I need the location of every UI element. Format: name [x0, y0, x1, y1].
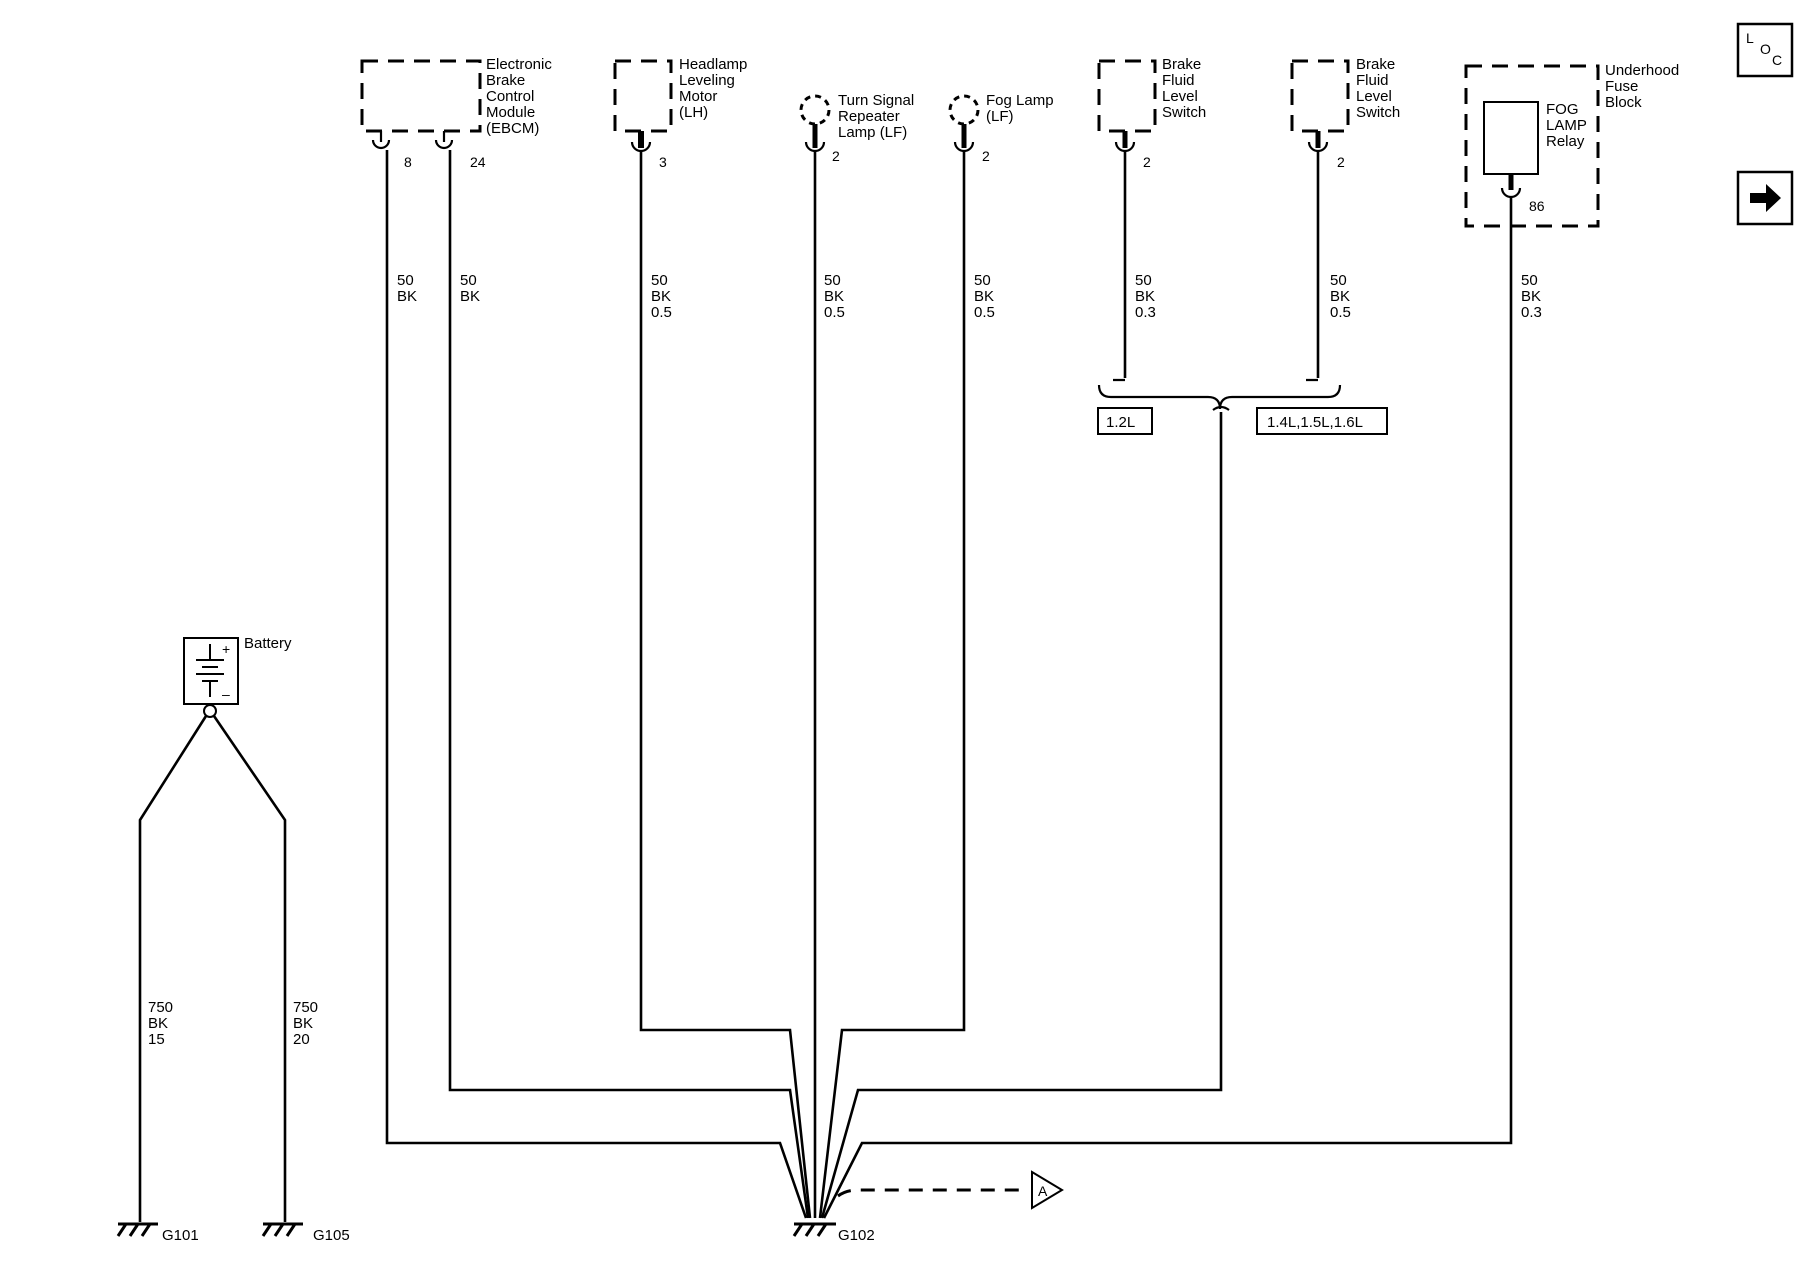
wire-spec-relay: 50 BK 0.3 [1521, 272, 1545, 321]
wire-spec-battery-2: 750 BK 20 [293, 999, 322, 1048]
turn-signal-label: Turn Signal Repeater Lamp (LF) [838, 92, 918, 141]
terminal-relay-86 [1500, 174, 1522, 199]
terminal-turn-signal-2 [804, 124, 826, 153]
option-box-b [1256, 407, 1388, 435]
wire-relay-86 [822, 198, 1513, 1219]
turn-signal-lamp-symbol [799, 94, 831, 126]
terminal-headlamp-3 [630, 131, 652, 153]
ground-g105-label: G105 [313, 1227, 350, 1244]
terminal-brake-1-2 [1114, 131, 1136, 153]
offpage-dashed-wire [837, 1188, 1028, 1198]
wire-battery-g105 [212, 715, 287, 1222]
offpage-label: A [1038, 1183, 1048, 1199]
battery-symbol [196, 644, 224, 697]
brake-switch-1-label: Brake Fluid Level Switch [1162, 56, 1206, 121]
terminal-brake-2-2 [1307, 131, 1329, 153]
pin-fog-lamp: 2 [982, 148, 990, 164]
pin-ebcm-24: 24 [470, 154, 486, 170]
option-box-a [1097, 407, 1153, 435]
wire-spec-brake-2: 50 BK 0.5 [1330, 272, 1354, 321]
ground-g105-icon [261, 1222, 303, 1237]
headlamp-motor-label: Headlamp Leveling Motor (LH) [679, 56, 752, 121]
fog-lamp-label: Fog Lamp (LF) [986, 92, 1058, 125]
fog-lamp-symbol [948, 94, 980, 126]
terminal-fog-lamp-2 [953, 124, 975, 153]
fog-lamp-relay [1483, 101, 1539, 175]
battery-plus: + [222, 641, 230, 657]
ebcm-label: Electronic Brake Control Module (EBCM) [486, 56, 556, 137]
pin-brake-1: 2 [1143, 154, 1151, 170]
relay-label: FOG LAMP Relay [1546, 101, 1591, 150]
ground-g102-icon [792, 1222, 836, 1237]
wire-headlamp [639, 150, 812, 1219]
wire-brake-common [820, 412, 1223, 1219]
arrow-right-icon[interactable] [1736, 170, 1794, 226]
offpage-connector-a[interactable] [1031, 1170, 1064, 1210]
pin-turn-signal: 2 [832, 148, 840, 164]
svg-text:C: C [1772, 52, 1782, 68]
wire-spec-ebcm-8: 50 BK [397, 272, 418, 305]
brake-switch-1-box [1097, 59, 1157, 133]
wire-ebcm-8 [385, 150, 808, 1219]
location-icon[interactable]: L O C [1736, 22, 1794, 78]
ground-g101-label: G101 [162, 1227, 199, 1244]
brake-switch-2-box [1290, 59, 1350, 133]
wire-spec-ebcm-24: 50 BK [460, 272, 481, 305]
pin-relay: 86 [1529, 198, 1545, 214]
battery-box [183, 637, 239, 705]
brake-switch-2-label: Brake Fluid Level Switch [1356, 56, 1400, 121]
fuse-block-box [1464, 64, 1600, 228]
terminal-ebcm-24 [434, 131, 454, 150]
wire-ebcm-24 [448, 150, 810, 1219]
fuse-block-label: Underhood Fuse Block [1605, 62, 1683, 111]
wire-spec-battery-1: 750 BK 15 [148, 999, 177, 1048]
battery-terminal [203, 704, 217, 718]
svg-text:O: O [1760, 41, 1771, 57]
wire-fog-lamp [818, 150, 966, 1219]
wire-battery-g101 [138, 715, 208, 1222]
wire-spec-fog-lamp: 50 BK 0.5 [974, 272, 998, 321]
pin-brake-2: 2 [1337, 154, 1345, 170]
ground-g101-icon [116, 1222, 158, 1237]
ebcm-box [360, 59, 482, 133]
wire-spec-brake-1: 50 BK 0.3 [1135, 272, 1159, 321]
headlamp-motor-box [613, 59, 673, 133]
option-b: 1.4L,1.5L,1.6L [1267, 414, 1363, 431]
option-a: 1.2L [1106, 414, 1135, 431]
wire-spec-headlamp: 50 BK 0.5 [651, 272, 675, 321]
pin-headlamp: 3 [659, 154, 667, 170]
battery-minus: – [222, 686, 230, 702]
svg-text:L: L [1746, 30, 1754, 46]
wire-spec-turn-signal: 50 BK 0.5 [824, 272, 848, 321]
option-bracket [1097, 378, 1342, 411]
terminal-ebcm-8 [371, 131, 391, 150]
battery-label: Battery [244, 635, 292, 652]
pin-ebcm-8: 8 [404, 154, 412, 170]
ground-g102-label: G102 [838, 1227, 875, 1244]
